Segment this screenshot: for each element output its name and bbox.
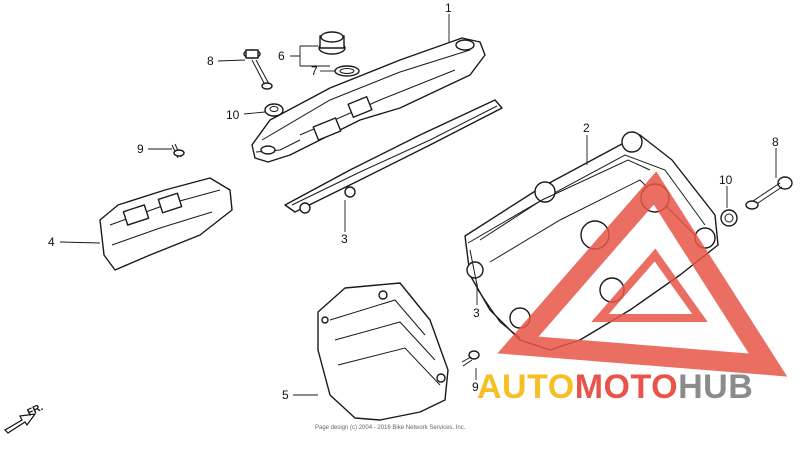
- watermark-text-moto: MOTO: [575, 368, 678, 406]
- callout-4: 4: [48, 235, 55, 249]
- part-5-housing-lower: [317, 282, 449, 421]
- callout-9-lower: 9: [472, 380, 479, 394]
- watermark-text-auto: AUTO: [477, 368, 575, 406]
- part-4-housing-left: [99, 177, 233, 271]
- part-8-bolt-left: [243, 49, 273, 90]
- automotohub-watermark: AUTOMOTOHUB: [477, 171, 788, 406]
- leader-lines: [59, 14, 777, 396]
- front-direction-indicator: FR.: [4, 402, 45, 434]
- part-6-oil-filler-cap: [318, 31, 346, 55]
- part-8-bolt-right: [745, 176, 793, 210]
- callout-1: 1: [445, 1, 452, 15]
- part-10-seal-left: [264, 103, 284, 117]
- callout-8-right: 8: [772, 135, 779, 149]
- part-9-bolt-lower: [461, 350, 480, 367]
- part-9-bolt-left: [171, 143, 185, 159]
- part-10-seal-right: [720, 209, 738, 227]
- callout-9-left: 9: [137, 142, 144, 156]
- part-1-cylinder-head-cover: [251, 37, 486, 163]
- part-7-o-ring: [334, 65, 360, 77]
- svg-text:AUTOMOTOHUB: AUTOMOTOHUB: [477, 368, 753, 406]
- watermark-inner-triangle-icon: [591, 248, 708, 322]
- watermark-triangle-icon: [497, 171, 788, 377]
- watermark-text-hub: HUB: [678, 368, 753, 406]
- callout-10-right: 10: [719, 173, 733, 187]
- front-arrow-icon: [4, 413, 37, 434]
- callout-3-upper: 3: [341, 232, 348, 246]
- callouts: 1 2 3 3 4 5 6 7 8 8 9 9 10 10: [48, 1, 779, 402]
- callout-5: 5: [282, 388, 289, 402]
- callout-10-left: 10: [226, 108, 240, 122]
- callout-8-left: 8: [207, 54, 214, 68]
- copyright-text: Page design (c) 2004 - 2016 Bike Network…: [315, 425, 466, 431]
- callout-6: 6: [278, 49, 285, 63]
- callout-7: 7: [311, 64, 318, 78]
- callout-2: 2: [583, 121, 590, 135]
- callout-3-lower: 3: [473, 306, 480, 320]
- part-3-gasket-lower: [467, 159, 651, 339]
- part-3-gasket-upper: [284, 99, 503, 214]
- front-label: FR.: [26, 402, 45, 419]
